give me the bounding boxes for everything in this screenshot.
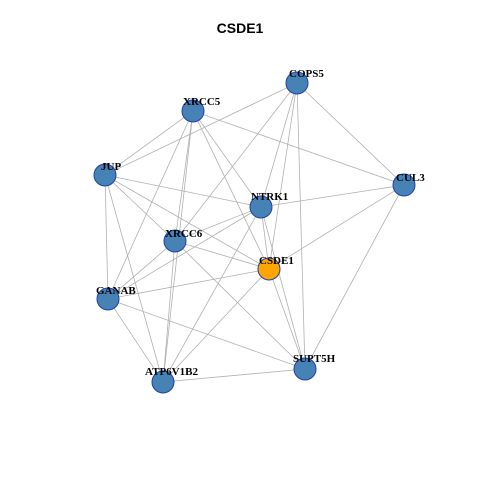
edge-xrcc6-atp6v1b2 (162, 240, 176, 383)
node-ntrk1[interactable] (249, 195, 273, 219)
edge-jup-xrcc6 (104, 174, 176, 242)
edge-cul3-xrcc5 (192, 110, 405, 186)
edge-xrcc5-ntrk1 (192, 110, 262, 208)
edge-cul3-supt5h (304, 184, 405, 370)
node-label-ntrk1: NTRK1 (251, 191, 288, 203)
edge-atp6v1b2-supt5h (162, 368, 306, 383)
edge-cops5-ntrk1 (260, 82, 298, 208)
edge-cul3-ntrk1 (260, 184, 405, 208)
edge-xrcc6-csde1 (174, 240, 270, 270)
edge-jup-ganab (104, 174, 109, 300)
node-label-ganab: GANAB (96, 285, 136, 297)
node-label-atp6v1b2: ATP6V1B2 (145, 366, 198, 378)
node-supt5h[interactable] (293, 357, 317, 381)
edge-xrcc6-supt5h (174, 240, 306, 370)
edge-ntrk1-supt5h (260, 206, 306, 370)
edge-xrcc5-xrcc6 (174, 110, 194, 242)
node-csde1[interactable] (257, 257, 281, 281)
edge-cops5-supt5h (296, 82, 306, 370)
edge-xrcc5-csde1 (192, 110, 270, 270)
node-label-jup: JUP (101, 161, 121, 173)
node-label-cops5: COPS5 (289, 68, 324, 80)
node-label-cul3: CUL3 (396, 172, 425, 184)
node-xrcc5[interactable] (181, 99, 205, 123)
edge-xrcc6-ganab (107, 240, 176, 300)
edge-ntrk1-atp6v1b2 (162, 206, 262, 383)
edge-ganab-atp6v1b2 (107, 298, 164, 383)
edge-ntrk1-ganab (107, 206, 262, 300)
chart-title: CSDE1 (216, 20, 264, 36)
edge-jup-csde1 (104, 174, 270, 270)
edge-cul3-csde1 (268, 184, 405, 270)
edge-cops5-csde1 (268, 82, 298, 270)
node-atp6v1b2[interactable] (151, 370, 175, 394)
node-cops5[interactable] (285, 71, 309, 95)
edge-jup-atp6v1b2 (104, 174, 164, 383)
edge-cops5-xrcc6 (174, 82, 298, 242)
edge-xrcc5-ganab (107, 110, 194, 300)
edge-ntrk1-xrcc6 (174, 206, 262, 242)
edge-ganab-supt5h (107, 298, 306, 370)
node-label-xrcc6: XRCC6 (165, 228, 203, 240)
edge-csde1-supt5h (268, 268, 306, 370)
edge-xrcc5-jup (104, 110, 194, 176)
edge-layer (104, 82, 405, 383)
node-label-csde1: CSDE1 (259, 255, 294, 267)
node-label-xrcc5: XRCC5 (183, 96, 221, 108)
edge-cops5-cul3 (296, 82, 405, 186)
node-layer (93, 71, 416, 394)
node-xrcc6[interactable] (163, 229, 187, 253)
edge-csde1-atp6v1b2 (162, 268, 270, 383)
node-cul3[interactable] (392, 173, 416, 197)
node-jup[interactable] (93, 163, 117, 187)
node-label-supt5h: SUPT5H (293, 353, 336, 365)
edge-jup-ntrk1 (104, 174, 262, 208)
edge-cops5-jup (104, 82, 298, 176)
edge-csde1-ganab (107, 268, 270, 300)
node-ganab[interactable] (96, 287, 120, 311)
